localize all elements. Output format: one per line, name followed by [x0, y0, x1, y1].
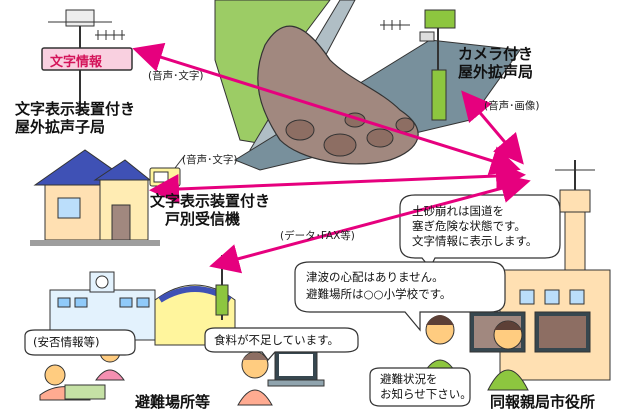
arrow-to-shelter	[209, 173, 531, 274]
arrow-to-camera	[461, 90, 524, 165]
note-to-sign: (音声･文字)	[148, 70, 204, 82]
status-bubble	[369, 367, 471, 407]
note-to-camera: (音声･画像)	[484, 100, 540, 112]
food-bubble-text: 食料が不足しています。	[214, 333, 340, 347]
text-speaker-station	[41, 9, 133, 110]
house	[30, 149, 160, 246]
note-to-shelter: (データ･FAX等)	[280, 230, 355, 242]
camera-station-label-2: 屋外拡声局	[458, 63, 534, 81]
food-bubble	[204, 327, 359, 361]
landslide-bubble-line-2: 塞ぎ危険な状態です。	[412, 219, 526, 233]
city-hall-label: 同報親局市役所	[490, 393, 596, 411]
landslide-scene	[214, 0, 521, 171]
laptop-user	[237, 349, 325, 406]
landslide-bubble-line-3: 文字情報に表示します。	[412, 234, 538, 248]
arrow-to-home	[149, 160, 526, 205]
note-to-home: (音声･文字)	[182, 154, 238, 166]
communication-arrows	[132, 42, 531, 274]
camera-icon	[419, 31, 435, 42]
status-bubble-line-1: 避難状況を	[380, 372, 438, 386]
text-speaker-label-2: 屋外拡声子局	[15, 118, 106, 136]
text-sign	[41, 47, 133, 71]
safety-bubble	[24, 329, 136, 356]
evacuation-site-label: 避難場所等	[135, 393, 211, 411]
landslide-bubble-line-1: 土砂崩れは国道を	[412, 204, 504, 218]
safety-bubble-text: (安否情報等)	[33, 335, 100, 349]
status-bubble-line-2: お知らせ下さい。	[380, 387, 472, 401]
tsunami-bubble-line-2: 避難場所は○○小学校です。	[306, 287, 452, 301]
camera-station-label-1: カメラ付き	[458, 45, 534, 63]
tsunami-bubble-line-1: 津波の心配はありません。	[306, 270, 444, 284]
home-receiver-label-2: 戸別受信機	[165, 210, 241, 228]
arrow-to-sign	[132, 42, 521, 176]
text-speaker-label-1: 文字表示装置付き	[15, 100, 136, 118]
sign-text: 文字情報	[50, 55, 103, 70]
home-receiver-label-1: 文字表示装置付き	[150, 192, 271, 210]
home-receiver-radio	[149, 154, 186, 187]
